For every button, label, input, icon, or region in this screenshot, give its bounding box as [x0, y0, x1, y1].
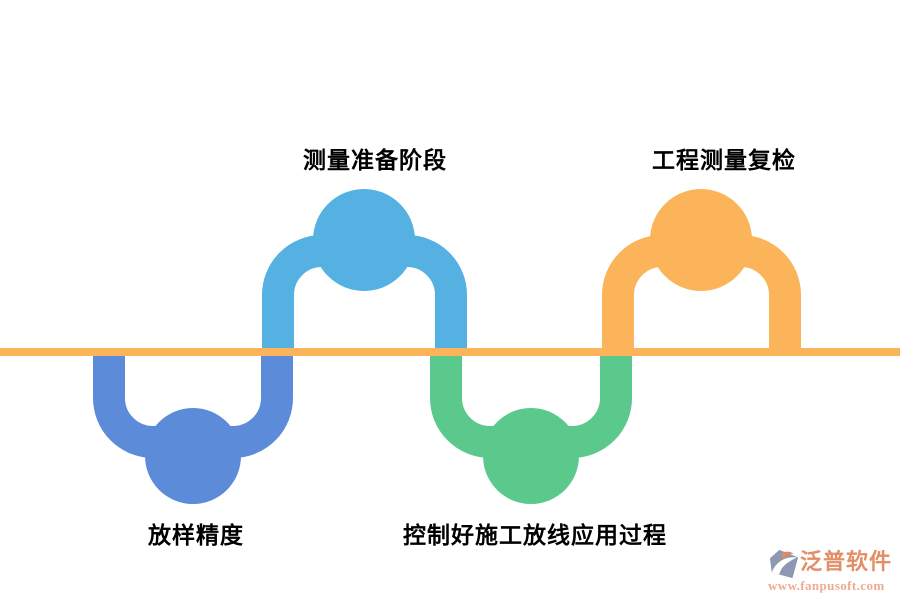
fanpu-swoosh-icon — [769, 549, 799, 579]
step-3-label: 控制好施工放线应用过程 — [403, 523, 667, 549]
step-2-loop — [262, 189, 467, 356]
step-1-node-circle — [145, 408, 241, 504]
baseline — [0, 348, 900, 356]
brand-name: 泛普软件 — [800, 550, 893, 575]
step-1-label: 放样精度 — [148, 523, 244, 549]
step-4-node-circle — [650, 189, 752, 291]
step-2-node-circle — [313, 189, 415, 291]
step-4-loop — [602, 189, 801, 356]
brand-website: www.fanpusoft.com — [768, 578, 885, 593]
brand-watermark: 泛普软件 www.fanpusoft.com — [768, 548, 898, 594]
step-2-label: 测量准备阶段 — [303, 148, 447, 174]
step-3-node-circle — [483, 408, 579, 504]
step-4-label: 工程测量复检 — [652, 148, 796, 174]
step-3-loop — [430, 348, 632, 504]
step-1-loop — [93, 348, 293, 504]
